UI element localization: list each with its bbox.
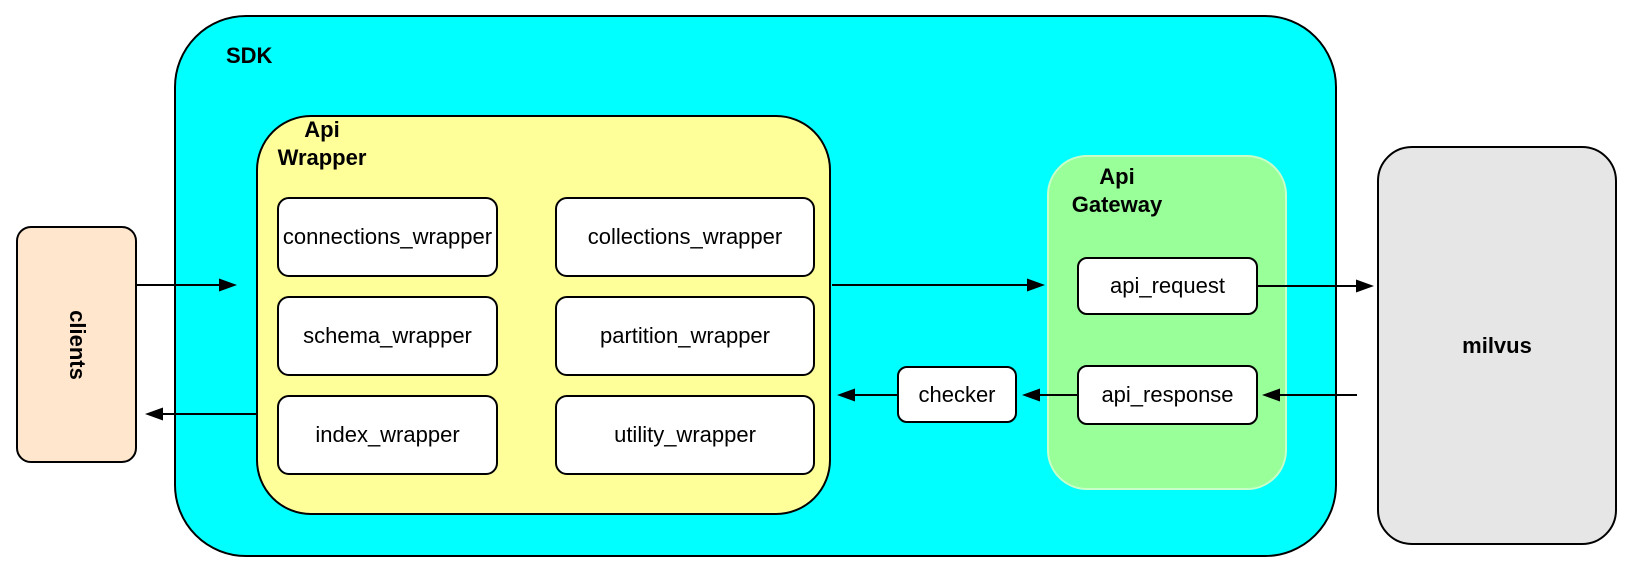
index-wrapper-node: index_wrapper [277, 395, 498, 475]
clients-label: clients [64, 309, 90, 380]
milvus-node: milvus [1377, 146, 1617, 545]
connections-wrapper-node: connections_wrapper [277, 197, 498, 277]
api-gateway-container [1047, 155, 1287, 490]
schema-wrapper-node: schema_wrapper [277, 296, 498, 376]
checker-node: checker [897, 366, 1017, 423]
partition-wrapper-node: partition_wrapper [555, 296, 815, 376]
api-response-node: api_response [1077, 365, 1258, 425]
api-gateway-label-line1: Api [1099, 164, 1135, 189]
api-wrapper-label-line2: Wrapper [277, 145, 367, 170]
api-gateway-label: Api Gateway [1047, 163, 1187, 219]
api-gateway-label-line2: Gateway [1071, 192, 1163, 217]
api-wrapper-label: Api Wrapper [252, 116, 392, 172]
collections-wrapper-node: collections_wrapper [555, 197, 815, 277]
utility-wrapper-node: utility_wrapper [555, 395, 815, 475]
clients-node: clients [16, 226, 137, 463]
milvus-label: milvus [1462, 332, 1532, 358]
api-wrapper-label-line1: Api [304, 117, 340, 142]
api-request-node: api_request [1077, 257, 1258, 315]
sdk-label: SDK [226, 43, 273, 68]
